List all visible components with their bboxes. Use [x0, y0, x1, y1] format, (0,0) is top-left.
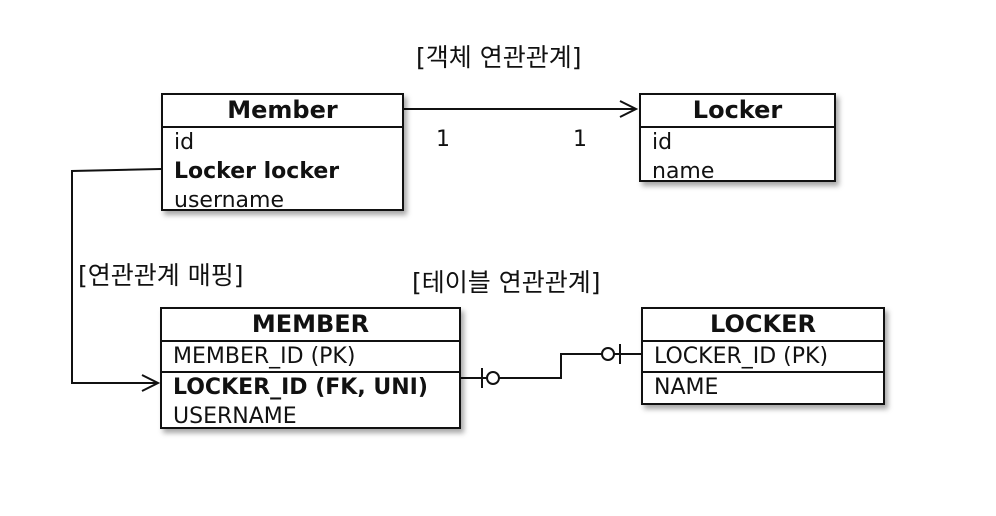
- locker-class-box: Locker id name: [639, 93, 836, 184]
- locker-column-name: NAME: [654, 375, 719, 400]
- locker-field-name: name: [652, 159, 715, 184]
- table-relation-title: [테이블 연관관계]: [412, 268, 601, 297]
- table-relation-line: [460, 344, 641, 388]
- member-table-box: MEMBER MEMBER_ID (PK) LOCKER_ID (FK, UNI…: [160, 307, 461, 429]
- object-relation-title: [객체 연관관계]: [416, 43, 582, 72]
- locker-table-name: LOCKER: [643, 309, 883, 342]
- mapping-arrow: [71, 168, 162, 392]
- locker-class-name: Locker: [641, 95, 834, 128]
- member-column-username: USERNAME: [173, 404, 297, 429]
- locker-field-id: id: [652, 130, 673, 155]
- multiplicity-locker: 1: [573, 127, 587, 152]
- object-association-arrow: [404, 100, 639, 118]
- member-class-box: Member id Locker locker username: [161, 93, 404, 213]
- member-field-id: id: [174, 130, 195, 155]
- member-field-locker: Locker locker: [174, 159, 340, 184]
- member-field-username: username: [174, 188, 284, 213]
- locker-column-pk: LOCKER_ID (PK): [643, 342, 883, 373]
- multiplicity-member: 1: [436, 127, 450, 152]
- locker-table-box: LOCKER LOCKER_ID (PK) NAME: [641, 307, 885, 405]
- mapping-title: [연관관계 매핑]: [78, 261, 244, 290]
- member-column-pk: MEMBER_ID (PK): [162, 342, 459, 373]
- member-class-name: Member: [163, 95, 402, 128]
- member-column-fk: LOCKER_ID (FK, UNI): [173, 375, 428, 400]
- member-table-name: MEMBER: [162, 309, 459, 342]
